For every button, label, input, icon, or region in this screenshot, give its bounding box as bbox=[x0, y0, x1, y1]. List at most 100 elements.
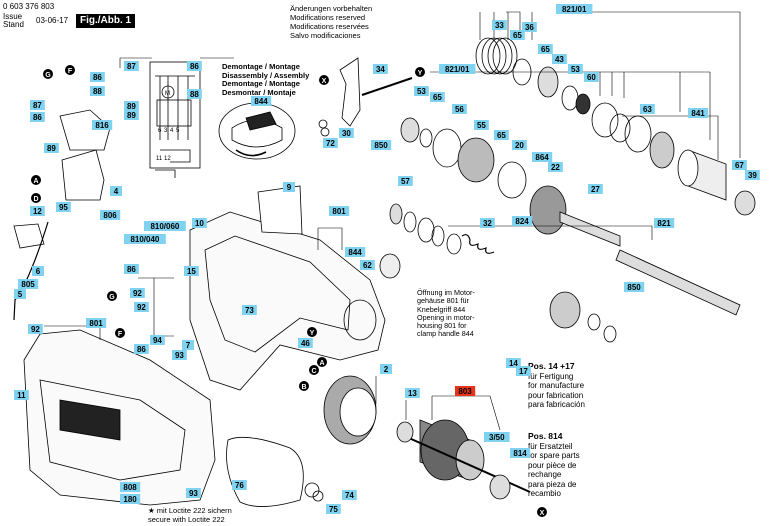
part-number: 32 bbox=[483, 219, 492, 228]
part-number: 76 bbox=[235, 481, 244, 490]
part-label: 89 bbox=[44, 143, 59, 153]
schematic-label: 3 bbox=[164, 128, 168, 134]
part-label: 808 bbox=[120, 482, 141, 492]
part-number: 53 bbox=[417, 87, 426, 96]
part-number: 15 bbox=[187, 267, 196, 276]
part-label: 32 bbox=[480, 218, 495, 228]
part-label-box bbox=[492, 20, 507, 30]
part-number: 88 bbox=[190, 90, 199, 99]
part-label: 95 bbox=[56, 202, 71, 212]
part-label: 33 bbox=[492, 20, 507, 30]
part-label: 88 bbox=[187, 89, 202, 99]
part-number: 13 bbox=[408, 389, 417, 398]
part-number: 67 bbox=[735, 161, 744, 170]
part-label: 87 bbox=[124, 61, 139, 71]
part-number: 92 bbox=[31, 325, 40, 334]
part-label-box bbox=[124, 234, 166, 244]
wiring-schematic bbox=[149, 61, 201, 178]
part-label-box bbox=[522, 22, 537, 32]
part-label: 803 bbox=[455, 386, 476, 396]
part-label-box bbox=[182, 340, 194, 350]
reference-marker: G bbox=[43, 69, 53, 79]
part-label-box bbox=[512, 140, 527, 150]
part-label-box bbox=[339, 128, 354, 138]
part-number: 27 bbox=[591, 185, 600, 194]
part-number: 87 bbox=[127, 62, 136, 71]
part-number: 850 bbox=[374, 141, 388, 150]
part-label: 65 bbox=[494, 130, 509, 140]
marker-letter: G bbox=[45, 72, 51, 79]
part-label: 20 bbox=[512, 140, 527, 150]
gear-train-middle bbox=[400, 117, 741, 316]
part-label: 821 bbox=[654, 218, 675, 228]
part-number: 93 bbox=[189, 489, 198, 498]
part-label-box bbox=[86, 318, 107, 328]
part-number: 89 bbox=[127, 102, 136, 111]
part-number: 844 bbox=[254, 97, 268, 106]
marker-letter: F bbox=[68, 68, 73, 75]
part-number: 805 bbox=[21, 280, 35, 289]
part-number: 20 bbox=[515, 141, 524, 150]
part-label-box bbox=[342, 490, 357, 500]
part-label: 30 bbox=[339, 128, 354, 138]
part-label: 12 bbox=[30, 206, 45, 216]
part-label: 89 bbox=[124, 110, 139, 120]
part-label-box bbox=[455, 386, 476, 396]
part-number: 34 bbox=[376, 65, 385, 74]
part-label: 43 bbox=[552, 54, 567, 64]
part-number: 30 bbox=[342, 129, 351, 138]
part-label-box bbox=[452, 104, 467, 114]
part-number: 65 bbox=[513, 31, 522, 40]
part-label-box bbox=[360, 260, 375, 270]
part-label: 53 bbox=[568, 64, 583, 74]
part-number: 89 bbox=[127, 111, 136, 120]
part-label: 92 bbox=[134, 302, 149, 312]
part-label: 810/040 bbox=[124, 234, 166, 244]
part-number: 11 bbox=[17, 391, 26, 400]
part-label: 89 bbox=[124, 101, 139, 111]
reference-marker: A bbox=[317, 357, 327, 367]
part-label: 821/01 bbox=[556, 4, 593, 14]
part-label: 821/01 bbox=[439, 64, 476, 74]
part-label-box bbox=[28, 324, 43, 334]
part-number: 850 bbox=[627, 283, 641, 292]
part-number: 63 bbox=[643, 105, 652, 114]
part-label-box bbox=[124, 110, 139, 120]
part-label-box bbox=[92, 120, 113, 130]
part-label-box bbox=[124, 264, 139, 274]
part-label: 65 bbox=[538, 44, 553, 54]
part-label-box bbox=[100, 210, 121, 220]
part-label-box bbox=[251, 96, 272, 106]
part-label-box bbox=[242, 305, 257, 315]
part-number: 39 bbox=[748, 171, 757, 180]
part-label-box bbox=[187, 61, 202, 71]
part-label: 86 bbox=[124, 264, 139, 274]
part-label: 17 bbox=[516, 366, 531, 376]
part-label: 864 bbox=[532, 152, 553, 162]
part-label-box bbox=[588, 184, 603, 194]
reference-marker: Y bbox=[415, 67, 425, 77]
part-label: 34 bbox=[373, 64, 388, 74]
issue-label: Issue bbox=[3, 12, 23, 21]
part-label: 60 bbox=[584, 72, 599, 82]
reference-marker: Y bbox=[307, 327, 317, 337]
part-label: 7 bbox=[182, 340, 194, 350]
part-label: 5 bbox=[14, 289, 26, 299]
part-label: 180 bbox=[120, 494, 141, 504]
part-label-box bbox=[494, 130, 509, 140]
part-number: 816 bbox=[95, 121, 109, 130]
part-label-box bbox=[14, 390, 29, 400]
part-label: 814 bbox=[510, 448, 531, 458]
part-number: 33 bbox=[495, 21, 504, 30]
part-label-box bbox=[568, 64, 583, 74]
part-label-box bbox=[745, 170, 760, 180]
part-number: 810/040 bbox=[130, 235, 159, 244]
reference-marker: G bbox=[107, 291, 117, 301]
part-label-box bbox=[130, 288, 145, 298]
part-number: 43 bbox=[555, 55, 564, 64]
part-label-box bbox=[326, 504, 341, 514]
part-label: 801 bbox=[86, 318, 107, 328]
part-label-box bbox=[405, 388, 420, 398]
